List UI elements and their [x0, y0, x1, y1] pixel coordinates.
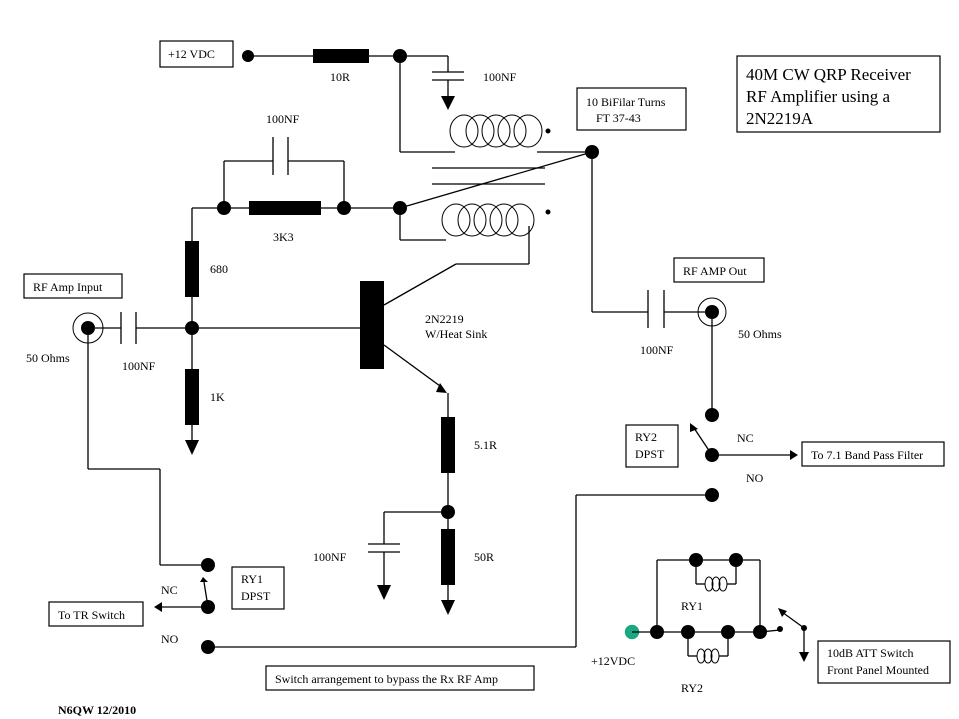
- relay-supply-label: +12VDC: [591, 654, 635, 668]
- resistor-680-label: 680: [210, 262, 228, 276]
- ry2-coil-icon: [696, 648, 720, 664]
- resistor-5r1-label: 5.1R: [474, 438, 497, 452]
- supply-section: +12 VDC 10R 100NF: [159, 40, 517, 153]
- att-switch-label-1: 10dB ATT Switch: [827, 646, 913, 660]
- switch-arrow-icon: [778, 608, 787, 617]
- ry2-nc-label: NC: [737, 431, 754, 445]
- transformer-winding-bottom: [441, 203, 535, 237]
- transistor-body: [360, 281, 384, 369]
- transistor-2n2219: 2N2219 W/Heat Sink: [360, 281, 487, 393]
- output-label: RF AMP Out: [683, 264, 747, 278]
- ry1-label-1: RY1: [241, 572, 263, 586]
- collector-node: [393, 201, 407, 215]
- ry1-no-label: NO: [161, 632, 179, 646]
- tr-switch-label-box: [48, 601, 144, 627]
- input-connector-center: [81, 321, 95, 335]
- ry1-no-contact: [201, 640, 215, 654]
- ry1-label-2: DPST: [241, 589, 271, 603]
- bandpass-label: To 7.1 Band Pass Filter: [811, 448, 923, 462]
- ground-icon: [441, 600, 455, 615]
- ground-icon: [377, 585, 391, 600]
- title-box: 40M CW QRP Receiver RF Amplifier using a…: [736, 55, 941, 133]
- ry2-label-box: [625, 424, 679, 468]
- resistor-1k: [185, 369, 199, 425]
- emitter-arrow-icon: [436, 383, 447, 393]
- relay-1-switch: RY1 DPST NC NO To TR Switch: [48, 558, 285, 654]
- transformer-spec-box: [576, 87, 687, 131]
- author-credit: N6QW 12/2010: [58, 703, 136, 717]
- ry2-nc-contact: [705, 408, 719, 422]
- relay-2-switch: RY2 DPST NC NO To 7.1 Band Pass Filter: [208, 408, 945, 648]
- ground-icon: [185, 440, 199, 455]
- switch-arrow-icon: [690, 423, 698, 432]
- cap-emitter-label: 100NF: [313, 550, 347, 564]
- cap-supply-label: 100NF: [483, 70, 517, 84]
- resistor-680: [185, 241, 199, 297]
- supply-label-box: [159, 40, 234, 68]
- tr-switch-label: To TR Switch: [58, 608, 125, 622]
- resistor-5r1: [441, 417, 455, 473]
- resistor-3k3: [249, 201, 321, 215]
- input-impedance-label: 50 Ohms: [26, 351, 70, 365]
- bias-network: 680 1K: [185, 208, 228, 455]
- arrow-down-icon: [799, 652, 809, 662]
- ry2-coil-label: RY2: [681, 681, 703, 695]
- transformer-spec-line-2: FT 37-43: [596, 111, 641, 125]
- ry2-no-label: NO: [746, 471, 764, 485]
- input-label: RF Amp Input: [33, 280, 103, 294]
- emitter-network: 5.1R 50R 100NF: [313, 393, 497, 615]
- feedback-node-right: [337, 201, 351, 215]
- att-switch-contact: [777, 626, 783, 632]
- output-impedance-label: 50 Ohms: [738, 327, 782, 341]
- supply-label: +12 VDC: [168, 47, 215, 61]
- att-switch-label-2: Front Panel Mounted: [827, 663, 929, 677]
- phase-dot-bottom: [545, 209, 551, 215]
- title-line-3: 2N2219A: [746, 109, 814, 128]
- transformer-winding-top: [449, 114, 543, 148]
- resistor-1k-label: 1K: [210, 390, 225, 404]
- relay-coil-circuit: +12VDC RY1 RY2: [591, 553, 951, 695]
- title-line-1: 40M CW QRP Receiver: [746, 65, 911, 84]
- cap-feedback-label: 100NF: [266, 112, 300, 126]
- ry1-coil-label: RY1: [681, 599, 703, 613]
- bandpass-label-box: [801, 441, 945, 467]
- resistor-10r-label: 10R: [330, 70, 350, 84]
- ry2-label-1: RY2: [635, 430, 657, 444]
- bifilar-transformer: 10 BiFilar Turns FT 37-43: [383, 87, 687, 306]
- resistor-50r-label: 50R: [474, 550, 494, 564]
- ry1-nc-label: NC: [161, 583, 178, 597]
- transformer-spec-line-1: 10 BiFilar Turns: [586, 95, 666, 109]
- input-section: RF Amp Input 50 Ohms 100NF: [23, 273, 360, 566]
- output-connector-center: [705, 305, 719, 319]
- cap-output-label: 100NF: [640, 343, 674, 357]
- att-switch-label-box: [817, 640, 951, 684]
- bypass-note-box: [265, 665, 535, 691]
- transistor-label-1: 2N2219: [425, 312, 464, 326]
- ground-icon: [441, 96, 455, 110]
- output-label-box: [673, 257, 765, 283]
- arrow-right-icon: [790, 450, 798, 460]
- ry1-coil-icon: [704, 576, 728, 592]
- resistor-10r: [313, 49, 369, 63]
- transistor-label-2: W/Heat Sink: [425, 327, 487, 341]
- cap-input-label: 100NF: [122, 359, 156, 373]
- notes: Switch arrangement to bypass the Rx RF A…: [58, 665, 535, 717]
- phase-dot-top: [545, 128, 551, 134]
- input-label-box: [23, 273, 123, 299]
- ry2-label-2: DPST: [635, 447, 665, 461]
- arrow-left-icon: [154, 602, 162, 612]
- title-line-2: RF Amplifier using a: [746, 87, 890, 106]
- ry1-label-box: [231, 566, 285, 610]
- switch-arrow-icon: [200, 577, 208, 582]
- feedback-network: 100NF 3K3: [192, 112, 407, 244]
- resistor-3k3-label: 3K3: [273, 230, 294, 244]
- bypass-note: Switch arrangement to bypass the Rx RF A…: [275, 672, 498, 686]
- resistor-50r: [441, 529, 455, 585]
- output-section: 100NF RF AMP Out 50 Ohms: [591, 152, 782, 415]
- ry1-nc-contact: [201, 558, 215, 572]
